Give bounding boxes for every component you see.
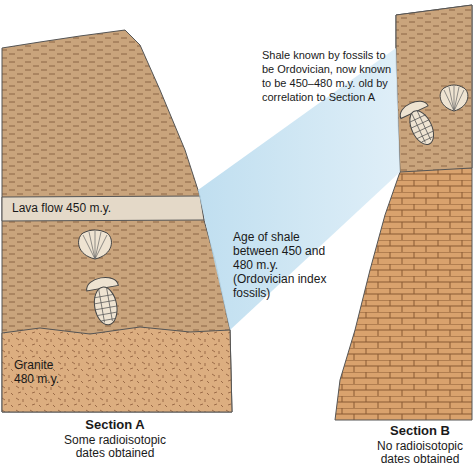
section-column: Section A Some radioisotopic dates obtain… (0, 0, 240, 468)
shale-layer (2, 30, 232, 412)
section-title: Section A (20, 418, 210, 432)
lava-layer: Lava flow 450 m.y. (2, 196, 202, 221)
brachiopod-fossil (79, 230, 112, 259)
brachiopod-fossil (440, 85, 468, 111)
shell (79, 230, 112, 259)
annotation-text: Age of shale between 450 and 480 m.y. (O… (233, 230, 329, 300)
segments (92, 286, 120, 323)
layer-label: Granite 480 m.y. (14, 358, 68, 386)
section-a-column (2, 30, 232, 412)
trilobite-fossil (85, 275, 125, 327)
lava-layer (2, 196, 204, 221)
section-note: No radioisotopic dates obtained (362, 440, 474, 466)
section-title: Section B (360, 424, 474, 438)
shell-ribs (83, 231, 107, 259)
layer-label: Lava flow 450 m.y. (12, 201, 192, 215)
granite-layer: Granite 480 m.y. (2, 330, 232, 412)
trilobite-fossil (397, 97, 443, 150)
granite-layer (2, 327, 232, 412)
section-note: Some radioisotopic dates obtained (50, 434, 180, 460)
thorax (405, 107, 438, 148)
shell-ribs (444, 86, 464, 111)
thorax (92, 285, 120, 326)
segments (405, 108, 437, 145)
shell (440, 85, 468, 111)
annotation-text: Shale known by fossils to be Ordovician,… (262, 48, 398, 104)
correlation-band (198, 48, 400, 330)
shale-layer (396, 5, 472, 172)
